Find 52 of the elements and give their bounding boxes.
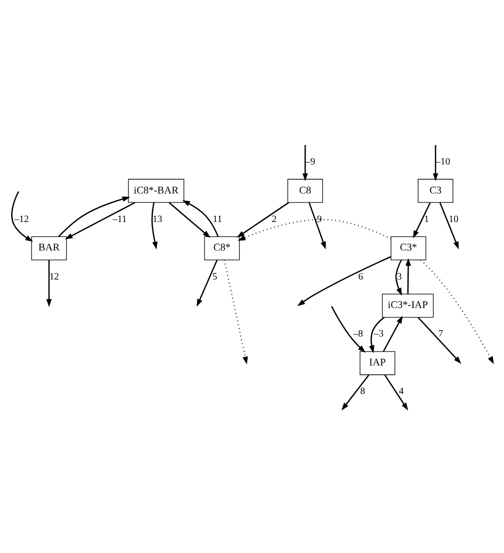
edge-label: 4 [398, 386, 404, 397]
arrow [302, 144, 308, 181]
arrow [296, 256, 391, 306]
arrow [417, 316, 461, 364]
edge-label: –12 [14, 213, 28, 224]
arrow [10, 190, 33, 242]
arrow [405, 258, 410, 294]
arrow [432, 144, 438, 181]
arrow [368, 316, 384, 353]
edge-label: 1 [424, 213, 428, 224]
edge-label: –10 [435, 156, 450, 167]
edge-label: –11 [112, 213, 126, 224]
arrow [308, 202, 326, 249]
arrow [237, 218, 391, 240]
arrow [58, 196, 130, 237]
edge-label: –3 [373, 328, 384, 340]
node-box: BAR [30, 236, 66, 260]
arrow [168, 202, 210, 238]
node-box: C3 [417, 178, 453, 202]
arrow [64, 202, 135, 239]
edge-label: –8 [352, 328, 362, 340]
arrow [384, 374, 408, 410]
node-box: C3* [390, 236, 426, 260]
arrow [420, 259, 494, 364]
edge-label: 6 [358, 270, 363, 282]
edge-label: 8 [360, 386, 365, 397]
arrow [150, 202, 158, 249]
edge-label: 7 [438, 328, 443, 340]
arrow [223, 259, 248, 364]
arrow [330, 306, 366, 352]
arrow [382, 315, 402, 352]
arrow [412, 202, 430, 238]
edge-label: 11 [212, 213, 222, 224]
node-box: iC8*-BAR [128, 178, 184, 202]
edge-label: 13 [152, 213, 162, 224]
arrow [46, 260, 52, 306]
edge-label: 10 [448, 213, 458, 224]
arrow [196, 259, 218, 306]
arrow [236, 202, 289, 238]
arrow [438, 202, 458, 249]
arrow [340, 374, 369, 410]
edge-label: 3 [396, 270, 402, 282]
edge-label: 12 [48, 270, 59, 282]
arrow [394, 259, 402, 296]
arrow [182, 200, 218, 236]
node-box: IAP [359, 350, 395, 375]
node-box: C8* [204, 236, 240, 260]
edge-label: 9 [316, 213, 322, 224]
node-box: C8 [286, 178, 322, 202]
edge-label: 2 [271, 213, 276, 224]
node-box: iC3*-IAP [381, 293, 434, 318]
edge-label: 5 [212, 270, 217, 282]
